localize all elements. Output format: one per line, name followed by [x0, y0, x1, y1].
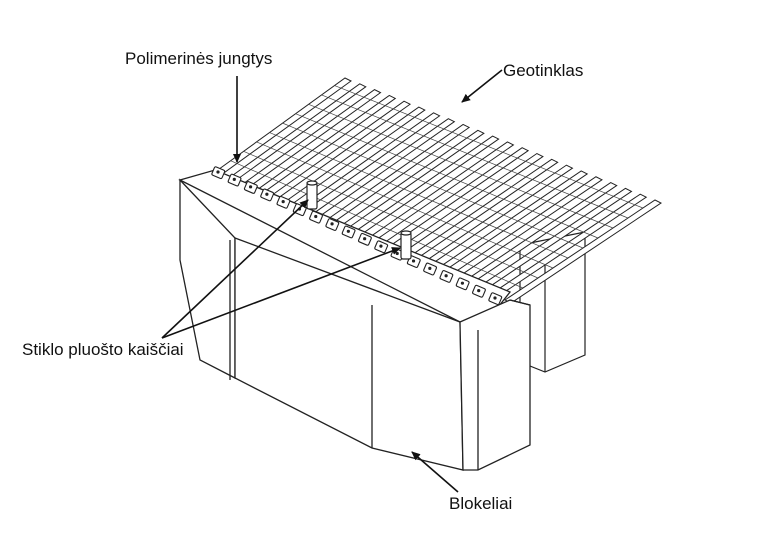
fiberglass-pin-2 — [400, 230, 412, 260]
connector-hole — [379, 244, 383, 248]
geogrid-crossbar — [269, 132, 569, 259]
connector-hole — [493, 296, 497, 300]
arrow-blocks — [411, 451, 459, 493]
geogrid-crossbar — [321, 94, 629, 219]
connector-hole — [216, 170, 220, 174]
geogrid-crossbar — [308, 103, 614, 229]
connector-hole — [265, 192, 269, 196]
connector-hole — [411, 259, 416, 263]
leader-lines — [161, 69, 503, 493]
connector-hole — [363, 237, 367, 241]
geogrid-crossbar — [243, 150, 539, 279]
connector-hole — [477, 288, 481, 293]
front-block — [178, 169, 531, 471]
geogrid-crossbar — [282, 122, 584, 249]
connector-hole — [281, 200, 285, 204]
connector-hole — [395, 251, 399, 256]
label-polymer-connectors: Polimerinės jungtys — [125, 49, 273, 68]
label-fiberglass-strips: Stiklo pluošto kaiščiai — [22, 340, 184, 359]
arrow-pin-2 — [161, 247, 401, 339]
connector-hole — [248, 185, 253, 189]
connector-hole — [330, 222, 334, 226]
connector-hole — [428, 266, 432, 270]
geogrid — [214, 77, 662, 304]
connector-hole — [346, 229, 350, 233]
arrow-pin-1 — [161, 199, 309, 339]
label-geogrid: Geotinklas — [503, 61, 584, 80]
geogrid-crossbar — [256, 141, 554, 269]
connector-hole — [314, 214, 318, 219]
connector-hole — [444, 274, 448, 278]
geogrid-crossbar — [230, 160, 524, 289]
label-blocks: Blokeliai — [449, 494, 513, 513]
geogrid-crossbar — [334, 85, 644, 209]
arrow-geogrid — [461, 69, 503, 103]
fiberglass-pin-1 — [306, 180, 318, 210]
geogrid-crossbar — [295, 113, 599, 239]
connector-hole — [232, 177, 236, 182]
connector-hole — [460, 281, 465, 285]
